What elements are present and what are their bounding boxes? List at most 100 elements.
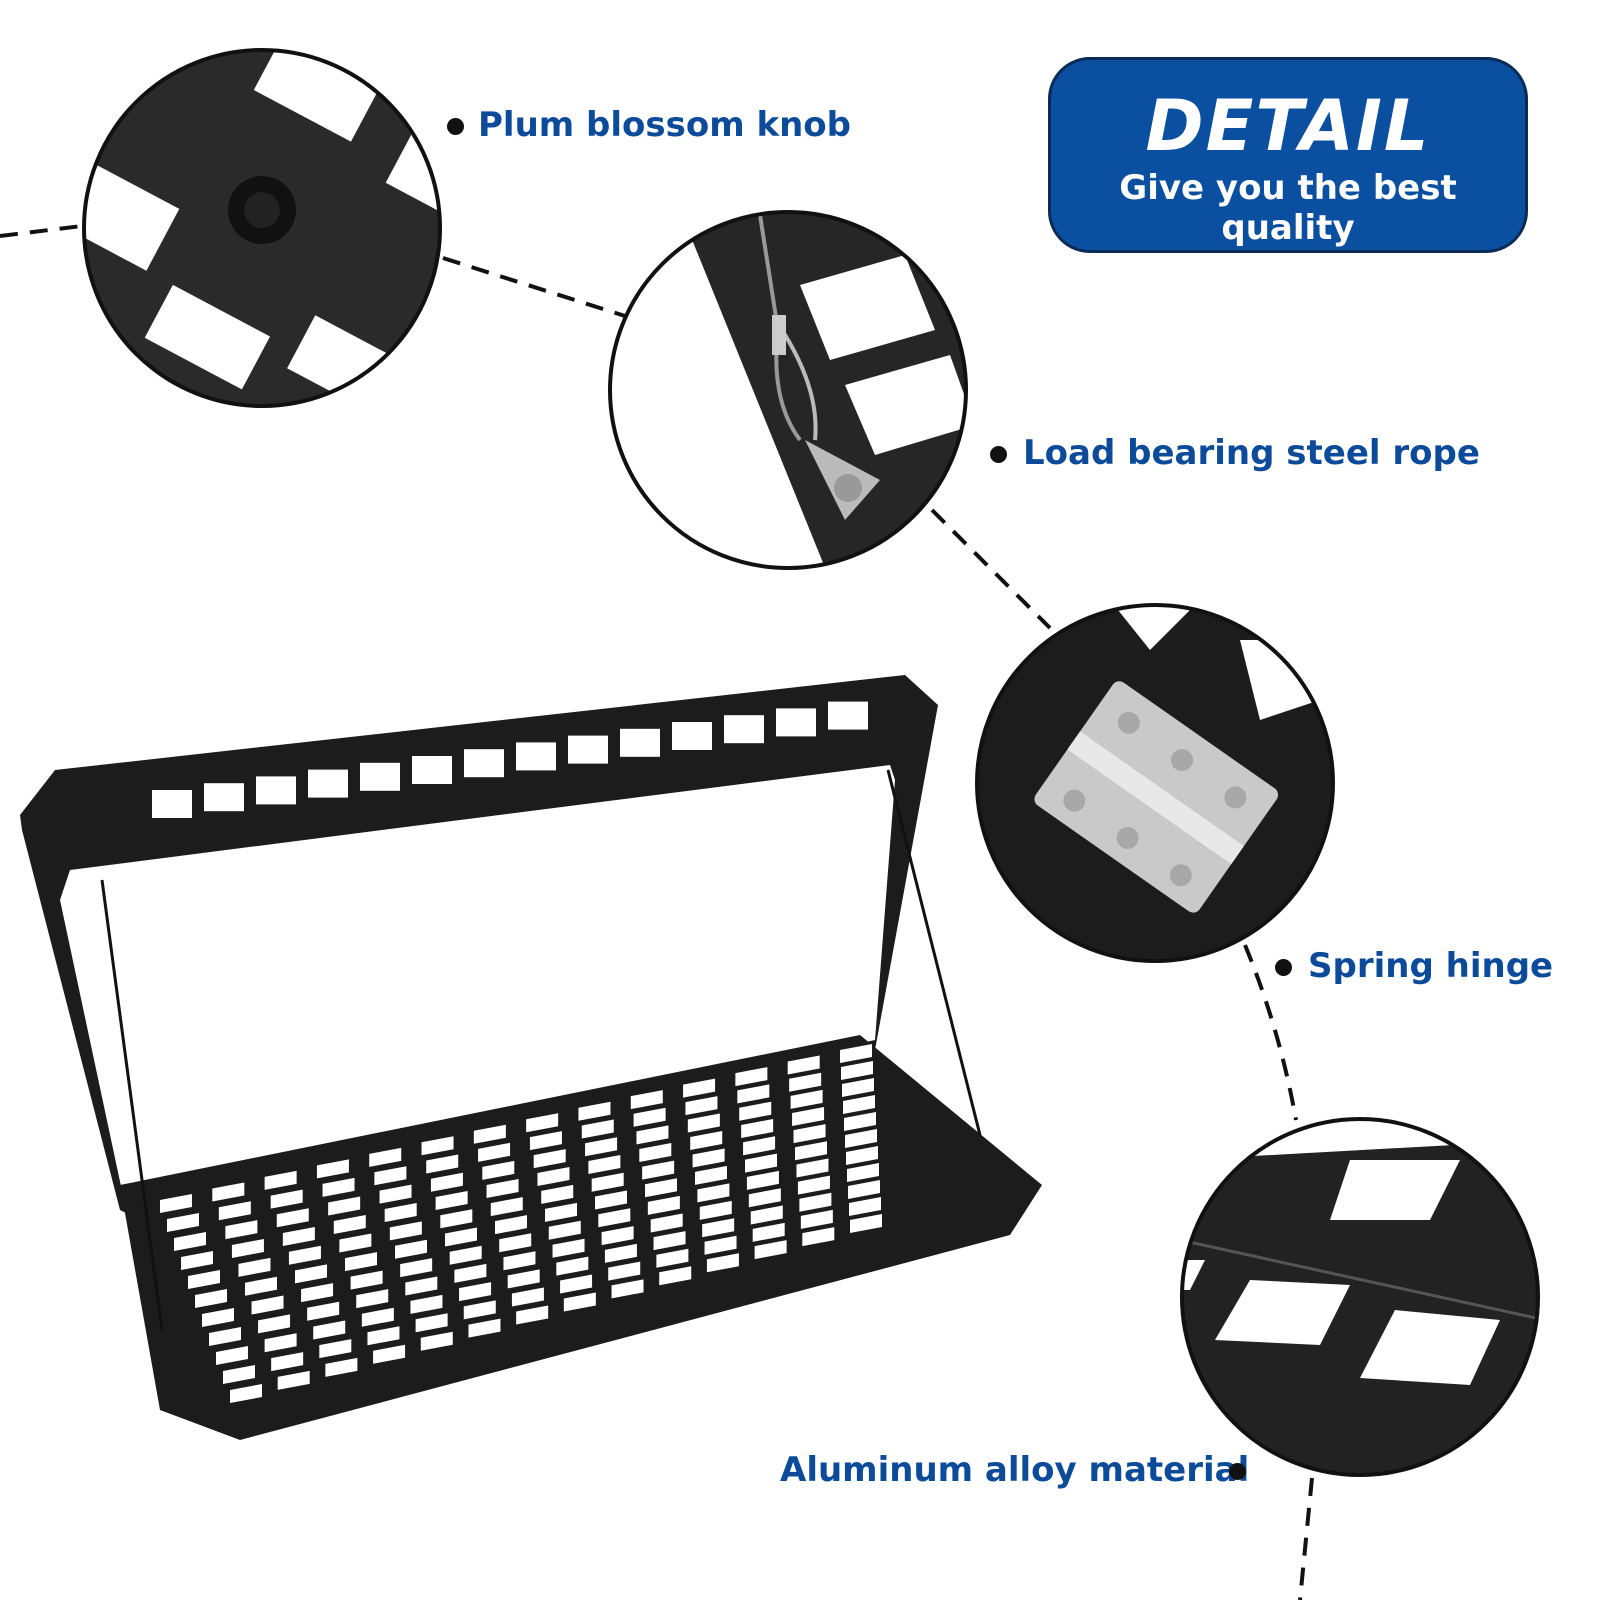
shelf-grid-hole	[699, 1200, 732, 1220]
shelf-grid-hole	[426, 1154, 459, 1174]
shelf-grid-hole	[659, 1266, 692, 1286]
shelf-grid-hole	[511, 1287, 544, 1307]
shelf-grid-hole	[218, 1201, 251, 1221]
shelf-grid-hole	[445, 1227, 477, 1247]
shelf-grid-hole	[277, 1370, 310, 1390]
callout-aluminum-alloy: Aluminum alloy material	[780, 1450, 1250, 1490]
shelf-grid-hole	[796, 1158, 829, 1178]
shelf-grid-hole	[552, 1238, 585, 1258]
shelf-grid-hole	[468, 1318, 501, 1338]
shelf-grid-hole	[797, 1175, 830, 1195]
shelf-grid-hole	[849, 1197, 881, 1216]
shelf-grid-hole	[545, 1202, 577, 1222]
shelf-grid-hole	[238, 1257, 271, 1277]
shelf-grid-hole	[167, 1213, 199, 1232]
shelf-slot	[516, 742, 556, 771]
shelf-grid-hole	[490, 1197, 523, 1217]
bullet-icon	[1275, 959, 1292, 976]
shelf-grid-hole	[653, 1231, 686, 1251]
shelf-grid-hole	[195, 1289, 227, 1308]
shelf-grid-hole	[389, 1221, 422, 1241]
shelf-slot	[412, 756, 452, 784]
shelf-grid-hole	[202, 1308, 234, 1327]
callout-plum-blossom-knob: Plum blossom knob	[478, 105, 852, 145]
shelf-grid-hole	[748, 1188, 781, 1208]
shelf-grid-hole	[850, 1214, 882, 1233]
bullet-icon	[447, 118, 464, 135]
shelf-grid-hole	[789, 1072, 822, 1092]
shelf-grid-hole	[581, 1119, 614, 1139]
shelf-grid-hole	[374, 1166, 407, 1186]
shelf-grid-hole	[328, 1196, 361, 1216]
shelf-grid-hole	[800, 1209, 833, 1229]
shelf-grid-hole	[636, 1125, 669, 1145]
shelf-grid-hole	[737, 1084, 770, 1104]
shelf-grid-hole	[350, 1270, 383, 1290]
shelf-slot	[308, 769, 348, 798]
shelf-grid-hole	[223, 1365, 255, 1384]
shelf-slot	[204, 783, 244, 812]
shelf-grid-hole	[339, 1233, 372, 1253]
shelf-grid-hole	[188, 1270, 220, 1289]
badge-subtitle: Give you the best quality	[1119, 168, 1457, 248]
shelf-grid-hole	[271, 1352, 304, 1372]
detail-badge: DETAIL Give you the best quality	[1048, 57, 1528, 253]
shelf-grid-hole	[181, 1251, 213, 1270]
shelf-grid-hole	[799, 1192, 832, 1212]
shelf-grid-hole	[301, 1283, 334, 1303]
shelf-grid-hole	[844, 1112, 876, 1131]
shelf-grid-hole	[685, 1096, 718, 1116]
shelf-grid-hole	[588, 1155, 621, 1174]
shelf-grid-hole	[843, 1095, 875, 1114]
shelf-grid-hole	[704, 1235, 737, 1255]
shelf-slot	[360, 762, 400, 791]
bullet-icon	[990, 446, 1007, 463]
shelf-grid-hole	[251, 1295, 284, 1315]
shelf-grid-hole	[325, 1357, 358, 1377]
shelf-grid-hole	[361, 1307, 394, 1327]
shelf-grid-hole	[608, 1261, 641, 1281]
shelf-grid-hole	[313, 1320, 346, 1340]
shelf-grid-hole	[478, 1142, 511, 1162]
shelf-grid-hole	[695, 1165, 727, 1185]
shelf-grid-hole	[333, 1215, 366, 1234]
shelf-grid-hole	[548, 1220, 581, 1240]
shelf-grid-hole	[322, 1177, 355, 1197]
shelf-slot	[256, 776, 296, 805]
shelf-grid-hole	[848, 1180, 880, 1199]
shelf-grid-hole	[316, 1159, 349, 1179]
callout-steel-rope: Load bearing steel rope	[1023, 433, 1480, 473]
shelf-slot	[152, 790, 192, 818]
shelf-grid-hole	[642, 1160, 675, 1180]
shelf-grid-hole	[795, 1141, 827, 1161]
shelf-grid-hole	[486, 1179, 519, 1198]
shelf-grid-hole	[495, 1215, 527, 1235]
shelf-grid-hole	[270, 1189, 303, 1209]
shelf-grid-hole	[369, 1147, 402, 1167]
shelf-grid-hole	[435, 1191, 468, 1210]
shelf-grid-hole	[645, 1178, 677, 1198]
shelf-grid-hole	[746, 1170, 779, 1190]
shelf-grid-hole	[384, 1203, 417, 1222]
shelf-slot	[568, 735, 608, 764]
shelf-grid-hole	[752, 1222, 785, 1242]
shelf-grid-hole	[563, 1292, 596, 1312]
shelf-grid-hole	[367, 1326, 400, 1346]
shelf-grid-hole	[410, 1294, 443, 1314]
shelf-grid-hole	[400, 1258, 433, 1278]
shelf-grid-hole	[245, 1276, 277, 1296]
shelf-grid-hole	[373, 1344, 406, 1364]
bullet-icon	[1229, 1463, 1246, 1480]
shelf-grid-hole	[264, 1170, 297, 1190]
shelf-grid-hole	[743, 1136, 776, 1156]
shelf-grid-hole	[264, 1333, 297, 1353]
shelf-grid-hole	[656, 1248, 689, 1268]
shelf-grid-hole	[276, 1208, 309, 1228]
badge-title: DETAIL	[1145, 85, 1431, 167]
shelf-grid-hole	[578, 1101, 611, 1121]
shelf-grid-hole	[216, 1346, 248, 1365]
shelf-grid-hole	[604, 1243, 637, 1263]
knob-detail-circle	[84, 50, 440, 406]
shelf-grid-hole	[697, 1183, 730, 1203]
